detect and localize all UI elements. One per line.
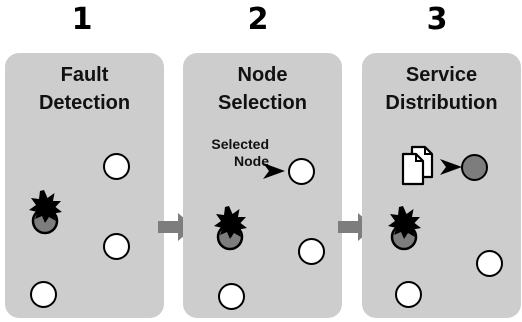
- annotation-line: Selected: [211, 136, 269, 152]
- panel-title-line: Service: [405, 64, 478, 86]
- panel-title-fault-detection: Fault Detection: [5, 61, 164, 117]
- faulty-node-icon: [214, 206, 247, 251]
- step-2-number: 2: [247, 2, 269, 37]
- selected-node: [461, 154, 488, 181]
- network-node: [476, 250, 503, 277]
- network-node: [103, 233, 130, 260]
- pointer-arrow-icon: [263, 163, 285, 179]
- network-node: [395, 281, 422, 308]
- panel-service-distribution: Service Distribution: [362, 53, 521, 318]
- documents-icon: [401, 145, 434, 186]
- pointer-arrow-icon: [440, 159, 462, 175]
- network-node: [218, 283, 245, 310]
- panel-title-line: Node: [237, 64, 288, 86]
- panel-node-selection: Node Selection Selected Node: [183, 53, 342, 318]
- selected-node-label: Selected Node: [189, 136, 269, 170]
- panel-title-line: Detection: [38, 92, 131, 114]
- panel-fault-detection: Fault Detection: [5, 53, 164, 318]
- selected-node: [288, 158, 315, 185]
- panel-title-line: Fault: [60, 64, 109, 86]
- step-3-number: 3: [426, 2, 448, 37]
- network-node: [30, 281, 57, 308]
- panel-title-service-distribution: Service Distribution: [362, 61, 521, 117]
- faulty-node-icon: [29, 190, 62, 235]
- annotation-line: Node: [234, 153, 269, 169]
- network-node: [103, 153, 130, 180]
- step-1-number: 1: [71, 2, 93, 37]
- panel-title-line: Selection: [218, 92, 307, 114]
- panel-title-node-selection: Node Selection: [183, 61, 342, 117]
- network-node: [298, 238, 325, 265]
- faulty-node-icon: [388, 206, 421, 251]
- panel-title-line: Distribution: [385, 92, 498, 114]
